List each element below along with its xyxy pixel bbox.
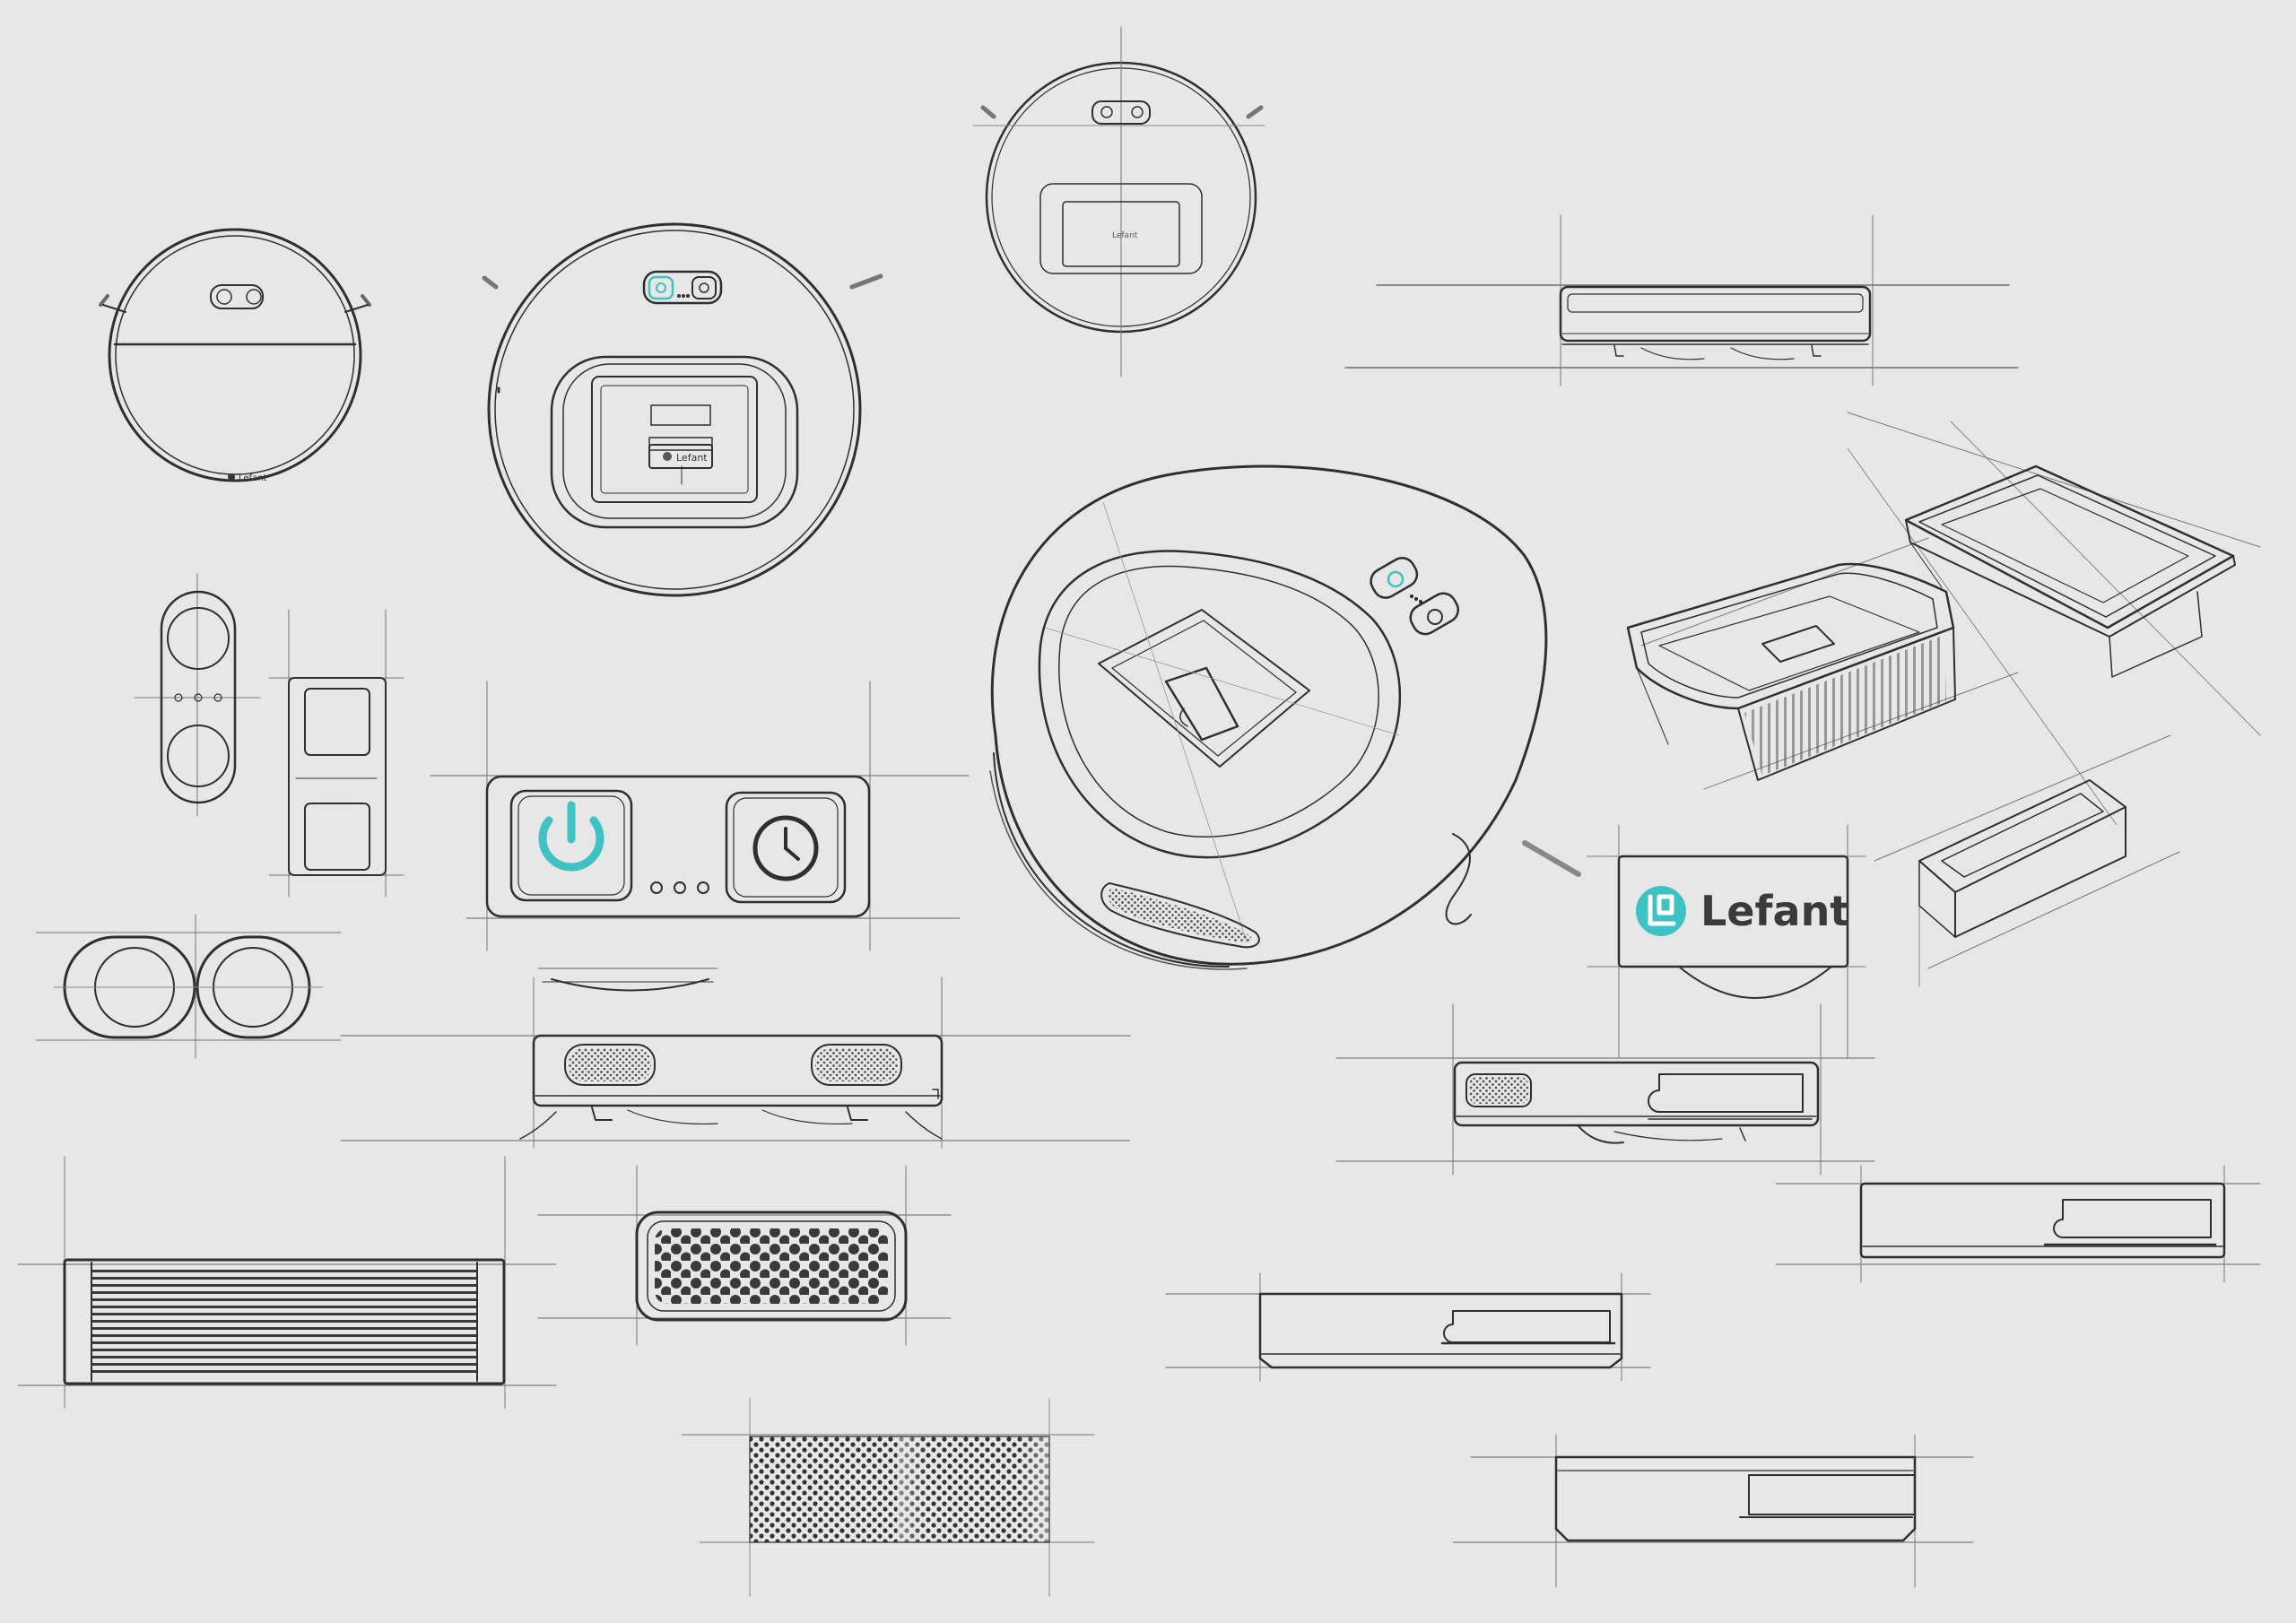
robot-top-view-small: Lefant — [99, 228, 371, 483]
robot-side-view-right — [1775, 1165, 2261, 1283]
oval-button-horizontal — [35, 914, 342, 1059]
dust-bin-perspective — [1626, 447, 2118, 826]
lefant-logo-icon — [1636, 886, 1686, 936]
robot-side-view-grilles — [340, 976, 1131, 1149]
clock-icon — [752, 815, 819, 881]
power-icon — [538, 801, 604, 872]
robot-side-view-bottom — [1452, 1434, 1974, 1588]
oval-button-vertical — [134, 573, 261, 817]
grille-detail-large — [537, 1165, 952, 1346]
robot-perspective-view — [989, 464, 1581, 970]
grille-detail-halftone — [681, 1398, 1095, 1597]
robot-side-view-top — [1344, 214, 2019, 386]
logo-card: Lefant — [1587, 824, 1866, 1059]
robot-side-view-center — [1165, 1272, 1651, 1382]
robot-side-view-bin — [1335, 1003, 1875, 1176]
filter-side-view — [17, 1156, 557, 1409]
tray-lefant-label: Lefant — [676, 452, 708, 464]
robot-top-view-center: Lefant — [972, 26, 1265, 378]
lefant-logo-text: Lefant — [1700, 887, 1849, 935]
water-tank-perspective — [1847, 412, 2261, 736]
button-panel-detail — [430, 681, 970, 992]
square-button-column — [268, 609, 404, 898]
filter-housing-perspective — [1874, 734, 2180, 987]
small-lefant-label: Lefant — [239, 473, 267, 483]
center-lefant-label: Lefant — [1112, 231, 1138, 240]
robot-top-view-open: Lefant — [482, 222, 883, 597]
